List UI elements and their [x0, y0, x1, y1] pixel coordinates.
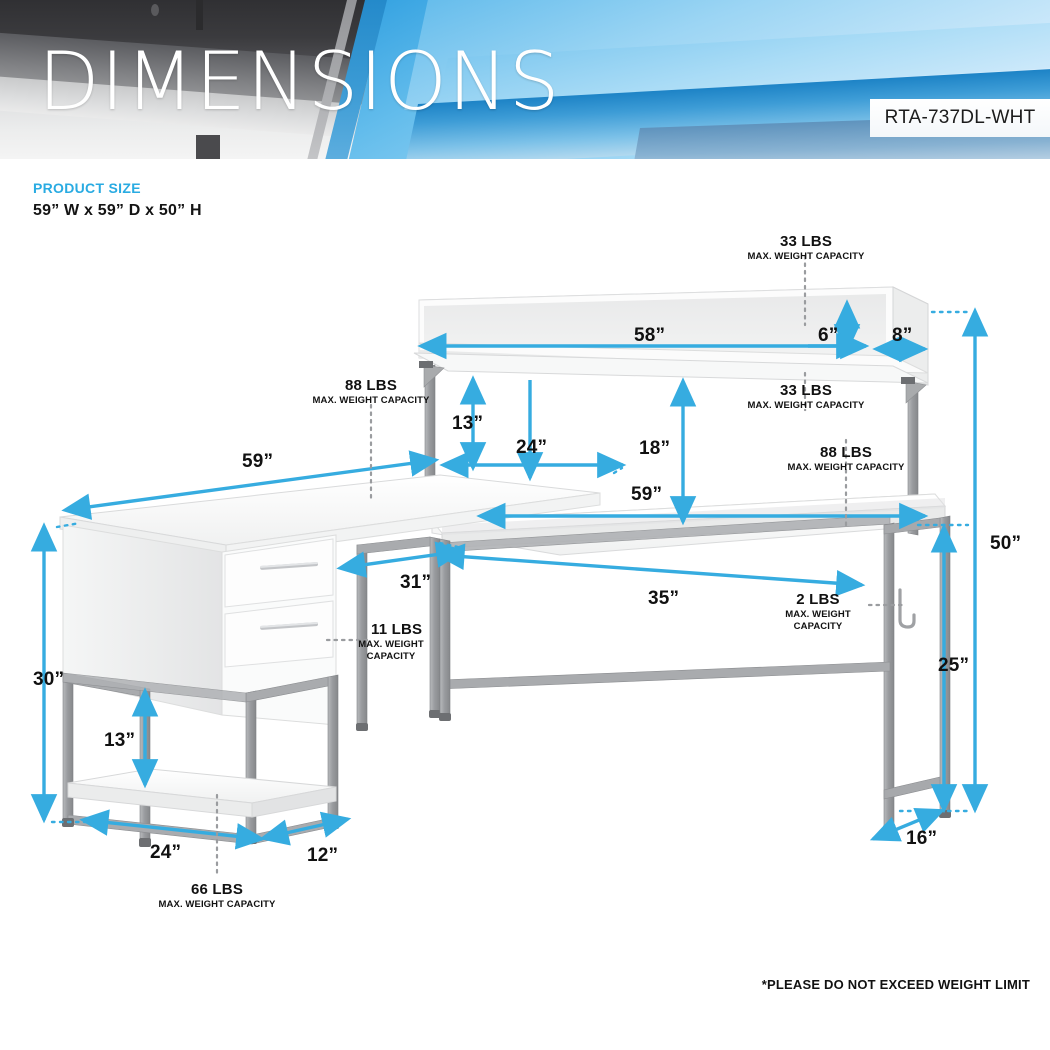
header-photo-leg-lower [196, 135, 220, 159]
capacity-left-desktop-lbs: 88 LBS [344, 377, 398, 394]
dim-desk-height: 30” [33, 669, 65, 690]
dim-right-desk-depth: 16” [906, 828, 938, 849]
capacity-hook-sub: MAX. WEIGHT CAPACITY [785, 609, 851, 632]
dimline-right-desk-width [435, 543, 866, 597]
dim-shelf-clearance: 13” [452, 413, 484, 434]
capacity-drawer-sub: MAX. WEIGHT CAPACITY [358, 639, 424, 662]
dim-lower-shelf-height: 13” [104, 730, 136, 751]
product-size-block: PRODUCT SIZE 59” W x 59” D x 50” H [33, 180, 202, 220]
capacity-right-desktop: 88 LBS MAX. WEIGHT CAPACITY [766, 444, 926, 474]
product-size-value: 59” W x 59” D x 50” H [33, 202, 202, 219]
dim-right-desk-width: 35” [648, 588, 680, 609]
product-dimension-diagram: 59” 58” 6” 8” 59” 13” 24” 18” 50” 31” 35… [0, 225, 1050, 965]
drawer-cabinet [62, 524, 337, 726]
diagram-svg [30, 254, 989, 877]
sku-badge: RTA-737DL-WHT [870, 99, 1050, 137]
capacity-hutch-shelf-sub: MAX. WEIGHT CAPACITY [747, 400, 865, 411]
dimline-cabinet-width [79, 809, 266, 850]
dimline-cabinet-depth [259, 811, 352, 846]
dimline-hutch-offset [439, 380, 627, 482]
capacity-drawer-lbs: 11 LBS [371, 621, 423, 638]
capacity-hutch-shelf-lbs: 33 LBS [779, 382, 833, 399]
capacity-bottom-shelf-lbs: 66 LBS [190, 881, 244, 898]
sku-text: RTA-737DL-WHT [884, 107, 1036, 128]
leader-lines-blue [50, 310, 970, 824]
dim-hutch-width: 59” [631, 484, 663, 505]
product-size-label: PRODUCT SIZE [33, 180, 141, 196]
capacity-bottom-shelf-sub: MAX. WEIGHT CAPACITY [158, 899, 276, 910]
capacity-left-desktop-sub: MAX. WEIGHT CAPACITY [312, 395, 430, 406]
capacity-right-desktop-sub: MAX. WEIGHT CAPACITY [787, 462, 905, 473]
dim-hutch-inner-height: 6” [818, 325, 839, 346]
leader-lines [215, 254, 848, 877]
dim-hutch-inner-width: 58” [634, 325, 666, 346]
dim-total-height: 50” [990, 533, 1022, 554]
capacity-hutch-top: 33 LBS MAX. WEIGHT CAPACITY [726, 233, 886, 263]
capacity-hutch-shelf: 33 LBS MAX. WEIGHT CAPACITY [726, 382, 886, 412]
weight-limit-warning: *PLEASE DO NOT EXCEED WEIGHT LIMIT [761, 977, 1030, 992]
dim-hutch-clearance: 18” [639, 438, 671, 459]
dim-cabinet-depth: 12” [307, 845, 339, 866]
capacity-right-desktop-lbs: 88 LBS [819, 444, 873, 461]
dim-cabinet-width: 24” [150, 842, 182, 863]
capacity-bottom-shelf: 66 LBS MAX. WEIGHT CAPACITY [137, 881, 297, 911]
page-title: DIMENSIONS [38, 35, 561, 128]
center-desk-frame [356, 514, 891, 731]
capacity-hook: 2 LBS MAX. WEIGHT CAPACITY [758, 591, 878, 632]
header-photo-knob [151, 4, 159, 16]
header-photo-leg-upper [196, 0, 203, 30]
dimline-right-desk-depth [869, 808, 946, 842]
header-banner: DIMENSIONS RTA-737DL-WHT [0, 0, 1050, 159]
dimline-left-desk-width [61, 450, 440, 520]
leader-dots-drawer [325, 603, 907, 642]
capacity-left-desktop: 88 LBS MAX. WEIGHT CAPACITY [291, 377, 451, 407]
hutch-unit [413, 286, 929, 386]
capacity-hutch-top-lbs: 33 LBS [779, 233, 833, 250]
capacity-hook-lbs: 2 LBS [796, 591, 840, 608]
dim-left-desk-depth: 31” [400, 572, 432, 593]
dim-right-leg-height: 25” [938, 655, 970, 676]
capacity-drawer: 11 LBS MAX. WEIGHT CAPACITY [333, 621, 449, 662]
dim-hutch-depth: 8” [892, 325, 913, 346]
dimline-hutch-inner-height [808, 299, 870, 360]
dim-hutch-offset: 24” [516, 437, 548, 458]
capacity-hutch-top-sub: MAX. WEIGHT CAPACITY [747, 251, 865, 262]
dim-left-desk-width: 59” [242, 451, 274, 472]
